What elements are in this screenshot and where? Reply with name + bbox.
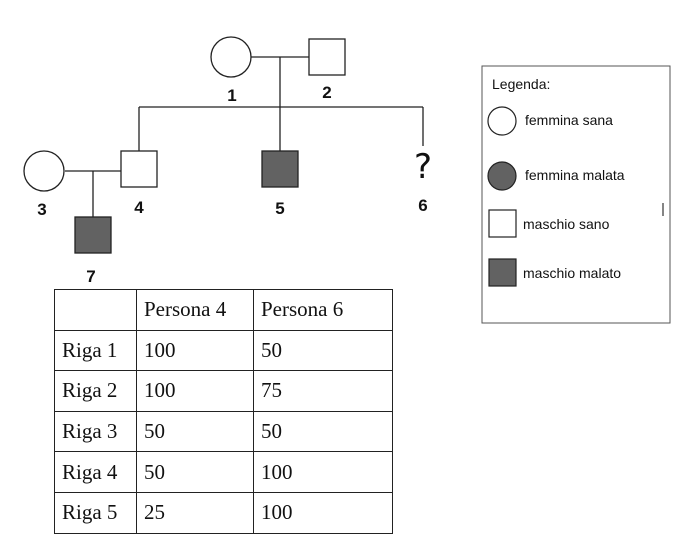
table-cell: 100 (253, 451, 393, 493)
table-cell: 100 (136, 370, 254, 412)
table-header-row: Persona 4 Persona 6 (54, 289, 393, 331)
table-cell: 50 (253, 410, 393, 453)
table-cell: Riga 1 (54, 329, 137, 372)
table-cell: Riga 3 (54, 410, 137, 453)
table-cell: 25 (136, 491, 254, 534)
table-cell: 100 (253, 491, 393, 534)
individual-4-symbol (120, 150, 158, 188)
table-cell: 75 (253, 370, 393, 412)
legend-male-affected-symbol (488, 258, 517, 287)
individual-1-symbol (210, 36, 252, 78)
legend: Legenda: femmina sana femmina malata mas… (481, 65, 671, 324)
table-cell: Riga 4 (54, 451, 137, 493)
individual-6-symbol: ? (414, 147, 432, 187)
legend-item-label: maschio malato (523, 265, 621, 281)
individual-2-label: 2 (322, 83, 331, 102)
legend-item-label: maschio sano (523, 216, 610, 232)
individual-1-label: 1 (227, 86, 236, 105)
table-cell: 50 (136, 410, 254, 453)
individual-6-label: 6 (418, 196, 427, 215)
legend-female-affected-symbol (487, 161, 517, 191)
probability-table: Persona 4 Persona 6 Riga 1 100 50 Riga 2… (54, 289, 393, 534)
individual-4-label: 4 (134, 198, 144, 217)
table-header-cell (54, 289, 137, 331)
table-cell: 50 (253, 329, 393, 372)
table-row: Riga 3 50 50 (54, 410, 393, 453)
table-row: Riga 2 100 75 (54, 370, 393, 412)
individual-7-label: 7 (86, 267, 95, 286)
pedigree-lines (65, 56, 424, 217)
individual-3-symbol (23, 150, 65, 192)
legend-title: Legenda: (492, 76, 550, 92)
individual-3-label: 3 (37, 200, 46, 219)
table-row: Riga 1 100 50 (54, 329, 393, 372)
individual-5-label: 5 (275, 199, 284, 218)
table-cell: 50 (136, 451, 254, 493)
table-row: Riga 5 25 100 (54, 491, 393, 534)
table-row: Riga 4 50 100 (54, 451, 393, 493)
individual-2-symbol (308, 38, 346, 76)
legend-male-healthy-symbol (488, 209, 517, 238)
table-header-cell: Persona 4 (136, 289, 254, 331)
legend-female-healthy-symbol (487, 106, 517, 136)
legend-item-label: femmina malata (525, 167, 625, 183)
table-header-cell: Persona 6 (253, 289, 393, 331)
table-cell: 100 (136, 329, 254, 372)
individual-7-symbol (74, 216, 112, 254)
legend-item-label: femmina sana (525, 112, 613, 128)
table-cell: Riga 5 (54, 491, 137, 534)
table-cell: Riga 2 (54, 370, 137, 412)
individual-5-symbol (261, 150, 299, 188)
